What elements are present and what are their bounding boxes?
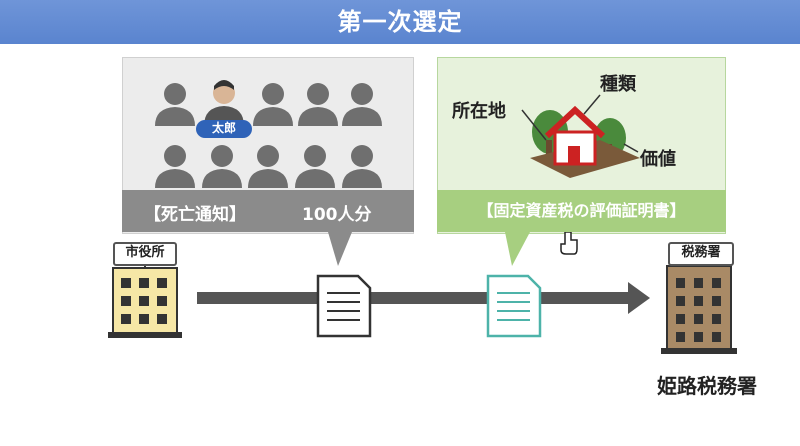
- label-line: [521, 109, 547, 141]
- people-caption: 【死亡通知】 100人分: [122, 190, 414, 232]
- tax-office-name: 姫路税務署: [657, 374, 757, 398]
- people-count-label: 100人分: [302, 205, 372, 225]
- building-icon: [661, 262, 737, 354]
- property-caption: 【固定資産税の評価証明書】: [437, 190, 726, 232]
- document-icon: [486, 274, 542, 338]
- label-line: [623, 143, 639, 153]
- person-icon: [342, 83, 382, 126]
- type-label: 種類: [600, 74, 636, 95]
- caption-pointer: [505, 232, 530, 266]
- page-title: 第一次選定: [0, 0, 800, 44]
- city-hall-sign: 市役所: [113, 242, 177, 266]
- person-icon: [248, 145, 288, 188]
- person-icon: [155, 145, 195, 188]
- person-icon: [202, 145, 242, 188]
- arrow-icon: [197, 282, 650, 314]
- name-tag-label: 太郎: [211, 121, 236, 135]
- death-notice-label: 【死亡通知】: [144, 205, 246, 225]
- person-icon: [295, 145, 335, 188]
- name-tag: [196, 120, 252, 138]
- caption-pointer: [328, 232, 352, 266]
- tax-office-sign: 税務署: [668, 242, 734, 266]
- value-label: 価値: [640, 149, 676, 170]
- person-icon: [155, 83, 195, 126]
- person-icon: [253, 83, 293, 126]
- label-line: [583, 94, 601, 115]
- house-icon: [544, 105, 606, 166]
- building-icon: [108, 262, 182, 338]
- document-icon: [316, 274, 372, 338]
- person-icon: [298, 83, 338, 126]
- person-icon: [342, 145, 382, 188]
- location-label: 所在地: [452, 101, 506, 122]
- hand-cursor-icon: [560, 231, 578, 255]
